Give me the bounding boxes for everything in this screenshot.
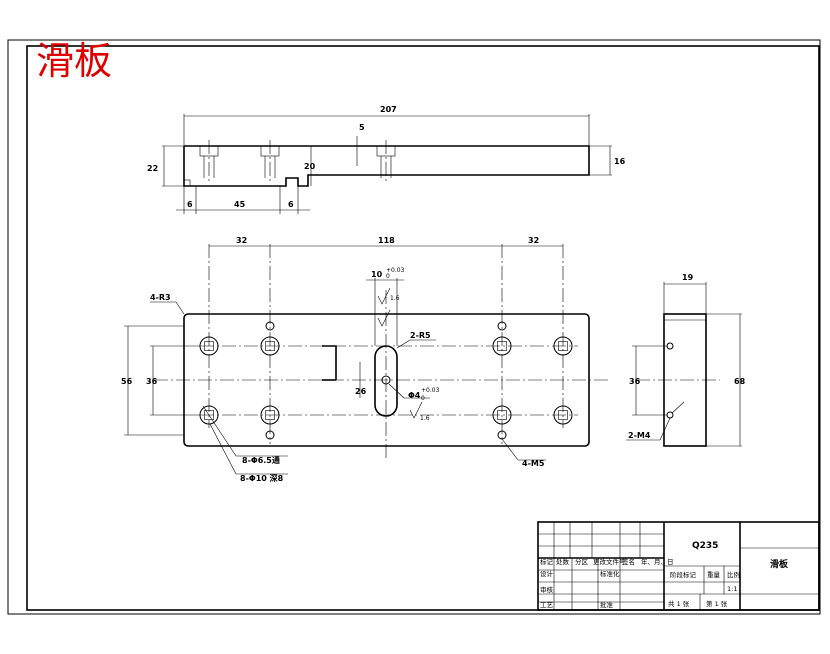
tb-design: 设计	[540, 569, 554, 578]
dim-height-outer: 56	[121, 377, 133, 386]
side-view: 19 68 36 2-M4	[626, 273, 746, 447]
tb-process: 工艺	[540, 601, 554, 609]
drawing-title: 滑板	[36, 39, 112, 83]
label-tapped-hole: 4-M5	[522, 459, 545, 468]
tb-check: 审核	[540, 585, 554, 594]
dim-height-left: 22	[147, 164, 158, 173]
tb-col-1: 处数	[556, 557, 570, 566]
dim-span-mid: 118	[378, 236, 395, 245]
dim-height-inner: 36	[146, 377, 158, 386]
dim-side-height-outer: 68	[734, 377, 746, 386]
rough-1: 1.6	[390, 295, 400, 302]
tb-col-0: 标记	[540, 557, 554, 566]
label-side-thread: 2-M4	[628, 431, 651, 440]
label-hole-tol-bot: 0	[421, 395, 425, 402]
dim-slot-height: 26	[355, 387, 367, 396]
outer-frame	[7, 39, 821, 615]
tb-sheet-total: 共 1 张	[668, 599, 690, 608]
tb-sheet-no: 第 1 张	[706, 599, 728, 608]
tb-scale-value: 1:1	[727, 585, 737, 593]
dim-depth: 5	[359, 123, 365, 132]
tb-col-3: 更改文件号	[593, 557, 626, 566]
dim-side-width: 19	[682, 273, 694, 282]
tb-approve: 批准	[600, 600, 614, 609]
dim-slot-width: 10	[371, 270, 383, 279]
tb-standard: 标准化	[600, 569, 620, 578]
dim-d3: 6	[288, 200, 294, 209]
top-view: 207 5 22 20 16 6 45 6	[147, 105, 626, 214]
dim-slot-tol-top: +0.03	[386, 267, 405, 274]
label-hole-dia: Φ4	[408, 391, 421, 400]
dim-height-right: 16	[614, 157, 626, 166]
label-corner: 4-R3	[150, 293, 171, 302]
rough-2: 1.6	[420, 415, 430, 422]
label-hole-tol-top: +0.03	[421, 387, 440, 394]
dim-span-right: 32	[528, 236, 539, 245]
tb-material: Q235	[692, 541, 718, 551]
inner-frame	[26, 45, 820, 611]
tb-col-5: 年、月、日	[641, 557, 674, 566]
dim-overall-length: 207	[380, 105, 397, 114]
label-slot-radius: 2-R5	[410, 331, 431, 340]
dim-d2: 45	[234, 200, 246, 209]
tb-weight: 重量	[707, 571, 721, 579]
dim-height-mid: 20	[304, 162, 316, 171]
label-through-hole: 8-Φ6.5通	[242, 455, 280, 465]
tb-part-name: 滑板	[770, 558, 789, 570]
label-counterbore: 8-Φ10 深8	[240, 473, 284, 483]
dim-slot-tol-bot: 0	[386, 273, 390, 280]
front-view: 32 118 32 10 +0.03 0 1.6 56 36 26 4-R3 2…	[121, 236, 610, 483]
tb-col-2: 分区	[575, 557, 589, 566]
title-block: Q235 滑板 标记 处数 分区 更改文件号 签名 年、月、日 设计 标准化 审…	[537, 521, 820, 611]
dim-d1: 6	[187, 200, 193, 209]
tb-col-4: 签名	[622, 557, 635, 566]
tb-stage-mark: 阶段标记	[670, 570, 697, 579]
tb-scale: 比例	[727, 570, 740, 579]
dim-span-left: 32	[236, 236, 247, 245]
dim-side-height-inner: 36	[629, 377, 641, 386]
